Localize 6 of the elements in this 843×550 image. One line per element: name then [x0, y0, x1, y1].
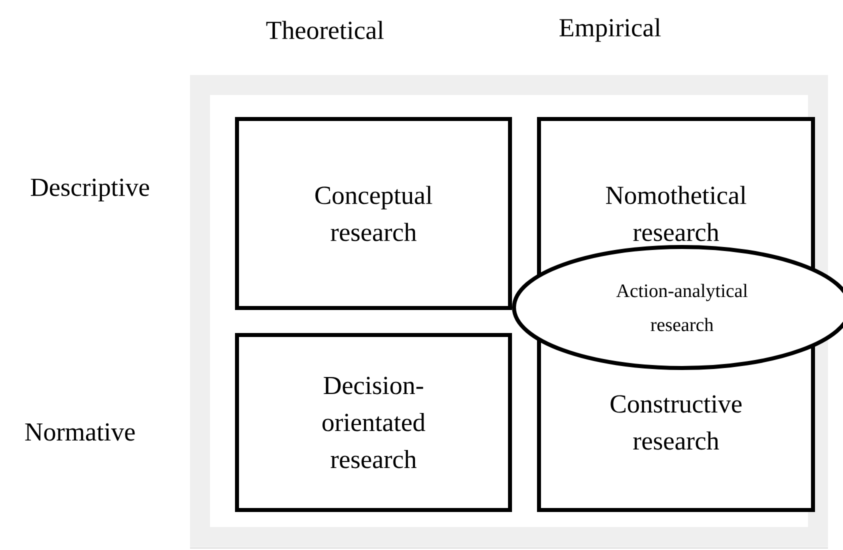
- axis-label: Theoretical: [266, 20, 384, 40]
- research-box: Decision-orientated research: [235, 333, 512, 512]
- axis-label: Descriptive: [30, 178, 150, 202]
- axis-label: Normative: [25, 423, 135, 441]
- research-box: Conceptual research: [235, 117, 512, 310]
- axis-label: Empirical: [560, 18, 661, 42]
